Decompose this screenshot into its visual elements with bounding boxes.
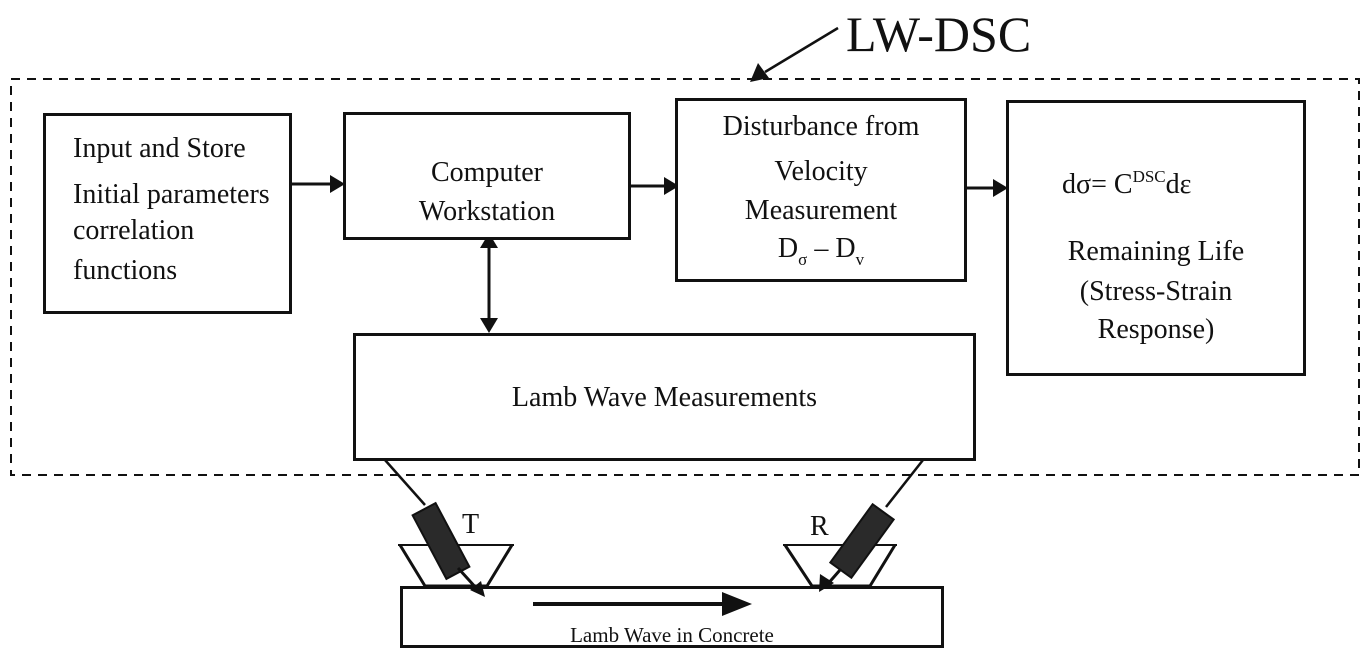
diagram-title: LW-DSC — [846, 6, 1032, 62]
input-parameters-box — [43, 113, 292, 314]
equation-left: dσ= C — [1062, 169, 1133, 200]
stress-strain-equation: dσ= CDSCdε — [1062, 167, 1192, 205]
receiver-probe — [828, 502, 896, 580]
concrete-specimen — [400, 586, 944, 648]
formula-v-subscript: v — [855, 250, 865, 269]
transmitter-beam-head — [470, 581, 485, 597]
disturbance-box-line-1: Disturbance from — [722, 111, 920, 142]
formula-dash: – — [807, 233, 836, 264]
title-pointer-line — [764, 26, 839, 74]
input-box-line-1: Input and Store — [73, 133, 246, 164]
formula-d-sigma: D — [777, 233, 799, 264]
input-box-line-3: correlation — [73, 215, 195, 246]
computer-box-line-1: Computer — [431, 157, 543, 188]
formula-d-v: D — [835, 233, 856, 264]
computer-workstation-box — [343, 112, 631, 240]
arrow-double-head-down — [480, 318, 498, 333]
input-box-line-2: Initial parameters — [73, 179, 270, 210]
arrow-disturbance-to-remaining-head — [993, 179, 1008, 197]
arrow-double-head-up — [480, 233, 498, 248]
wave-propagation-arrow-head — [722, 592, 752, 616]
disturbance-box-line-2: Velocity — [774, 156, 868, 187]
cable-receiver — [885, 459, 924, 508]
input-box-line-4: functions — [73, 255, 178, 286]
system-boundary — [10, 78, 1360, 476]
remaining-line-3: Response) — [1097, 314, 1215, 345]
transmitter-label: T — [462, 509, 480, 540]
remaining-line-1: Remaining Life — [1067, 236, 1245, 267]
disturbance-box — [675, 98, 967, 282]
lamb-box-label: Lamb Wave Measurements — [511, 382, 818, 413]
disturbance-box-line-3: Measurement — [744, 195, 898, 226]
arrow-input-to-computer-head — [330, 175, 345, 193]
cable-transmitter — [384, 459, 426, 506]
disturbance-formula: Dσ – Dv — [675, 232, 967, 269]
lamb-wave-measurements-box — [353, 333, 976, 461]
remaining-line-2: (Stress-Strain — [1079, 276, 1233, 307]
title-pointer-arrowhead — [750, 63, 769, 82]
equation-right: dε — [1165, 169, 1192, 200]
transmitter-probe — [411, 501, 471, 581]
concrete-label: Lamb Wave in Concrete — [570, 623, 774, 647]
formula-sigma-subscript: σ — [798, 250, 808, 269]
arrow-computer-to-disturbance-head — [664, 177, 679, 195]
remaining-life-box — [1006, 100, 1306, 376]
computer-box-line-2: Workstation — [418, 196, 556, 227]
receiver-label: R — [810, 511, 829, 542]
equation-superscript: DSC — [1132, 167, 1166, 186]
